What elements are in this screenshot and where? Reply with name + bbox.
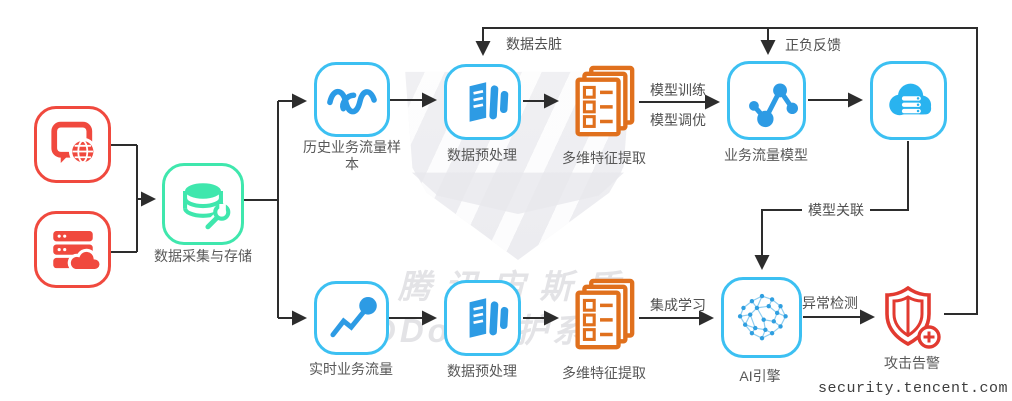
doc-bars-icon bbox=[469, 82, 508, 122]
node-cloud-storage bbox=[870, 61, 947, 140]
node-preprocess-top bbox=[444, 64, 521, 140]
database-wrench-icon bbox=[183, 183, 231, 232]
server-cloud-icon bbox=[52, 230, 103, 272]
node-label-attack-alert: 攻击告警 bbox=[884, 355, 940, 371]
trend-line-icon bbox=[329, 297, 377, 338]
node-traffic-model bbox=[727, 61, 806, 140]
footer-domain-text: security.tencent.com bbox=[817, 380, 1008, 397]
node-label-feature-bottom: 多维特征提取 bbox=[562, 365, 646, 381]
node-label-realtime-traffic: 实时业务流量 bbox=[309, 361, 393, 377]
doc-bars-icon bbox=[469, 298, 508, 338]
node-feature-extract-top bbox=[564, 62, 638, 146]
cloud-server-icon bbox=[888, 83, 931, 115]
edge-label-ensemble: 集成学习 bbox=[650, 297, 706, 313]
node-label-preprocess-top: 数据预处理 bbox=[447, 147, 517, 163]
wave-icon bbox=[327, 88, 377, 114]
node-label-collect-store: 数据采集与存储 bbox=[154, 248, 252, 264]
edge-label-data-clean: 数据去脏 bbox=[506, 36, 562, 52]
node-ai-engine bbox=[721, 277, 802, 358]
shield-plus-icon bbox=[885, 285, 941, 349]
edge-label-feedback: 正负反馈 bbox=[785, 37, 841, 53]
node-graph-icon bbox=[748, 82, 798, 127]
checklist-stack-icon bbox=[575, 65, 635, 137]
node-history-sample bbox=[314, 62, 390, 137]
node-attack-alert bbox=[882, 284, 944, 350]
node-label-ai-engine: AI引擎 bbox=[739, 368, 781, 384]
node-label-feature-top: 多维特征提取 bbox=[562, 150, 646, 166]
checklist-stack-icon bbox=[575, 278, 635, 350]
edge-label-model-tune: 模型调优 bbox=[650, 112, 706, 128]
node-label-preprocess-bottom: 数据预处理 bbox=[447, 363, 517, 379]
edge-label-model-train: 模型训练 bbox=[650, 82, 706, 98]
node-label-history-sample: 历史业务流量样本 bbox=[303, 139, 401, 172]
node-label-traffic-model: 业务流量模型 bbox=[724, 147, 808, 163]
node-data-source-web bbox=[34, 106, 111, 183]
node-data-collect-store bbox=[162, 163, 244, 245]
node-preprocess-bottom bbox=[444, 280, 521, 356]
neural-network-icon bbox=[737, 293, 788, 340]
node-feature-extract-bottom bbox=[564, 274, 638, 360]
edge-label-anomaly: 异常检测 bbox=[802, 295, 858, 311]
node-realtime-traffic bbox=[314, 281, 389, 355]
edge-label-model-assoc: 模型关联 bbox=[802, 200, 870, 220]
node-data-source-server bbox=[34, 211, 111, 288]
monitor-globe-icon bbox=[50, 121, 97, 165]
